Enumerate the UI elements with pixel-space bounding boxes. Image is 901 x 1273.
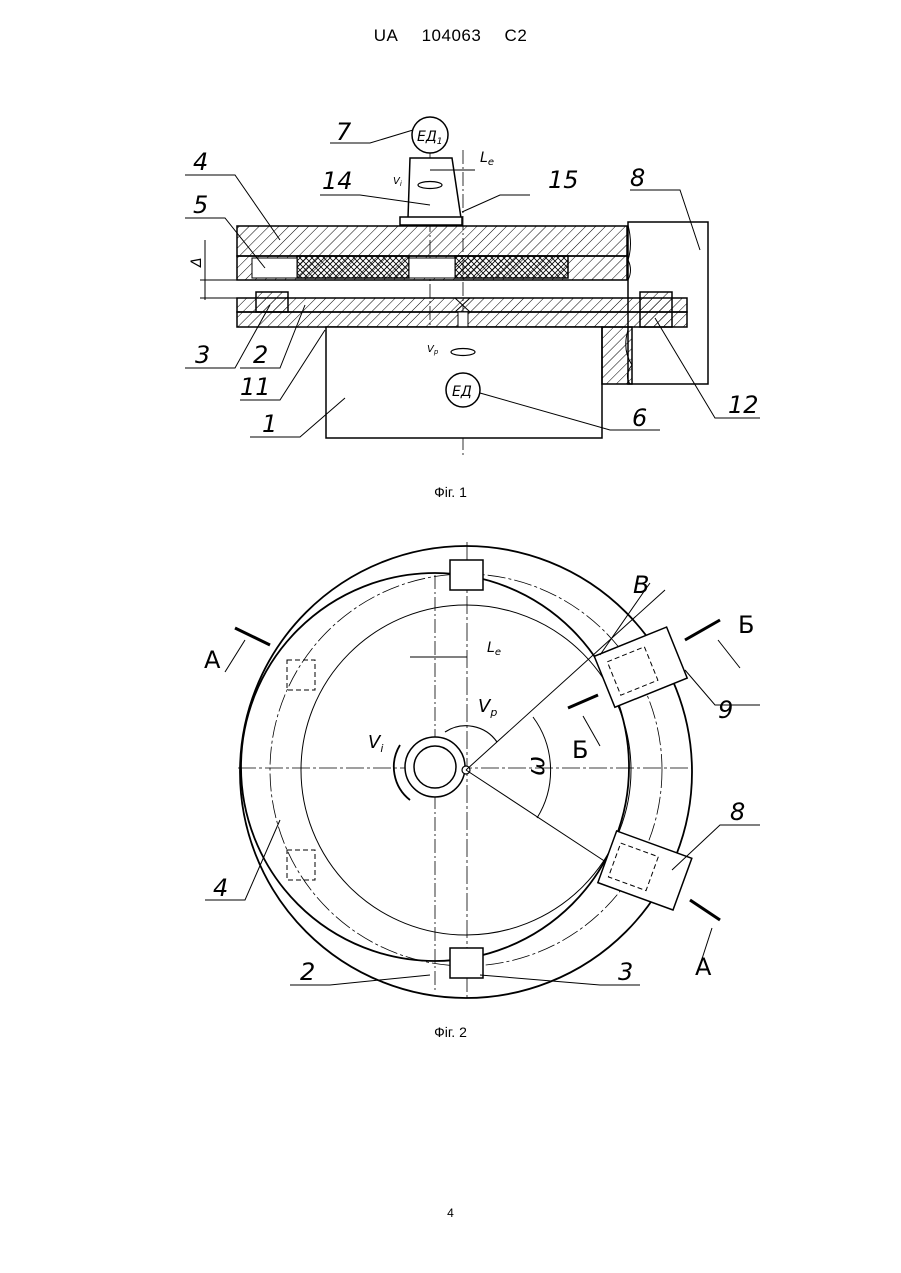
label-1: 1 <box>262 410 277 438</box>
label-8-fig1: 8 <box>630 164 645 192</box>
vp-label-fig2: Vp <box>478 696 497 719</box>
b-dim-label: B <box>633 571 649 599</box>
section-b-inner: Б <box>572 736 588 764</box>
label-15: 15 <box>548 166 579 194</box>
figure-2-drawing: A A Б Б B ω Le Vi Vp 9 8 4 2 3 <box>0 530 901 1020</box>
part-3-square <box>450 948 483 978</box>
page-number: 4 <box>0 1206 901 1220</box>
label-11: 11 <box>240 373 271 401</box>
vi-label-fig1: Vi <box>393 176 402 188</box>
block-8 <box>598 831 692 910</box>
label-14: 14 <box>322 167 353 195</box>
part-12 <box>640 292 672 327</box>
vi-label-fig2: Vi <box>368 732 383 755</box>
section-b-right: Б <box>738 611 754 639</box>
label-4-fig1: 4 <box>193 148 208 176</box>
figure-1-caption: Фіг. 1 <box>0 484 901 500</box>
delta-label: Δ <box>189 257 205 268</box>
label-3-fig2: 3 <box>618 958 633 986</box>
label-9: 9 <box>718 696 733 724</box>
label-8-fig2: 8 <box>730 798 745 826</box>
label-5: 5 <box>193 191 208 219</box>
part-3 <box>256 292 288 312</box>
le-label-fig1: Le <box>480 150 494 168</box>
label-3-fig1: 3 <box>195 341 210 369</box>
label-2-fig1: 2 <box>253 341 268 369</box>
le-label-fig2: Le <box>487 640 501 658</box>
section-a-top: A <box>204 646 221 674</box>
label-12: 12 <box>728 391 759 419</box>
motor-ed-label: ЕД <box>452 384 472 400</box>
block-9 <box>594 627 687 707</box>
disc-4 <box>237 226 627 256</box>
section-a-bottom: A <box>695 953 712 981</box>
figure-2-caption: Фіг. 2 <box>0 1024 901 1040</box>
omega-label: ω <box>522 756 550 776</box>
label-4-fig2: 4 <box>213 874 228 902</box>
label-2-fig2: 2 <box>300 958 315 986</box>
label-6: 6 <box>632 404 647 432</box>
flange-15 <box>400 217 462 225</box>
figure-1-drawing: ЕД1 ЕД Δ Le Vi Vp <box>0 0 901 470</box>
label-7: 7 <box>336 118 352 146</box>
